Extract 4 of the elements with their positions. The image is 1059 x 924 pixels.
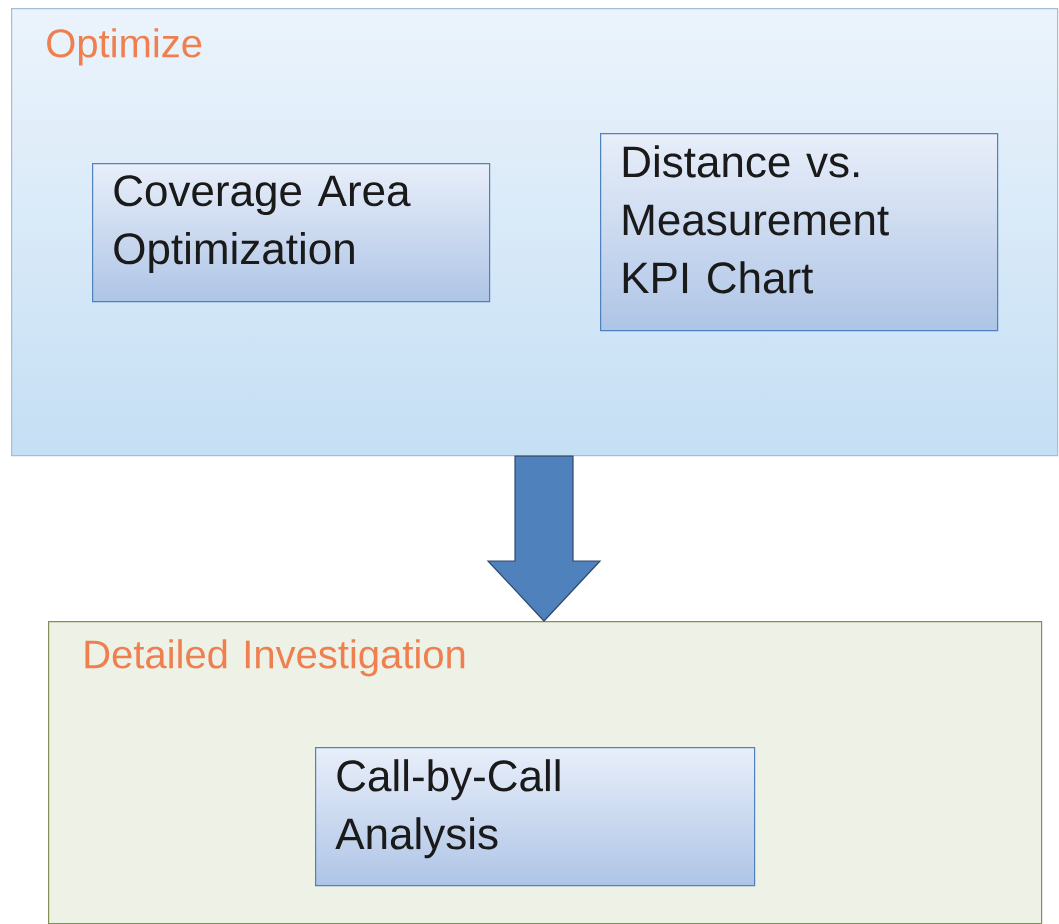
process-box: Coverage Area Optimization xyxy=(92,163,491,303)
block-arrow xyxy=(486,455,602,622)
process-box: Distance vs. Measurement KPI Chart xyxy=(600,133,999,332)
process-box: Call-by-Call Analysis xyxy=(315,747,756,887)
